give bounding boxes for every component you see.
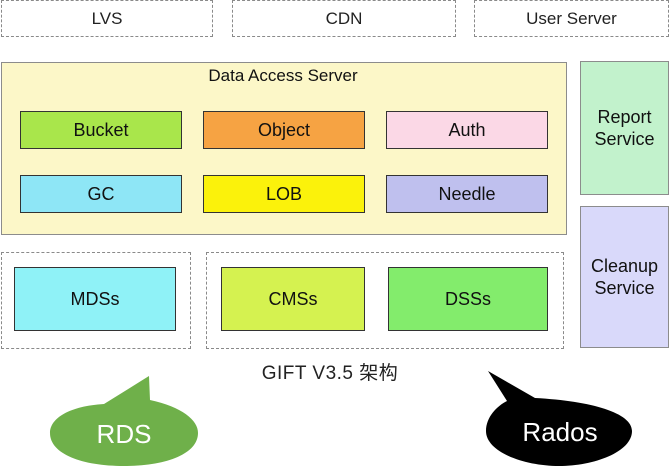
user-server-label: User Server [526, 8, 617, 28]
mdss-label: MDSs [70, 288, 120, 309]
report-service-box: Report Service [580, 61, 669, 195]
architecture-caption: GIFT V3.5 架构 [261, 363, 399, 384]
cdn-label: CDN [325, 8, 363, 28]
rds-group [1, 252, 191, 349]
bucket-module: Bucket [20, 111, 182, 149]
gc-label: GC [87, 183, 115, 204]
cdn-box: CDN [232, 0, 456, 37]
auth-module: Auth [386, 111, 548, 149]
object-module: Object [203, 111, 365, 149]
gc-module: GC [20, 175, 182, 213]
lob-label: LOB [265, 183, 303, 204]
lvs-box: LVS [1, 0, 213, 37]
mdss-box: MDSs [14, 267, 176, 331]
report-service-line1: Report [597, 107, 652, 127]
dsss-box: DSSs [388, 267, 548, 331]
needle-module: Needle [386, 175, 548, 213]
lvs-label: LVS [91, 8, 123, 28]
cleanup-service-line2: Service [594, 278, 655, 298]
lob-module: LOB [203, 175, 365, 213]
report-service-line2: Service [594, 129, 655, 149]
cleanup-service-box: Cleanup Service [580, 206, 669, 348]
data-access-server-title: Data Access Server [208, 66, 358, 85]
rados-label: Rados [522, 416, 598, 447]
user-server-box: User Server [474, 0, 669, 37]
bucket-label: Bucket [73, 119, 129, 140]
rados-bubble [486, 371, 632, 466]
needle-label: Needle [438, 183, 496, 204]
rds-bubble [50, 376, 198, 466]
cleanup-service-line1: Cleanup [590, 256, 659, 276]
object-label: Object [257, 119, 311, 140]
dsss-label: DSSs [444, 288, 491, 309]
auth-label: Auth [448, 119, 486, 140]
cmss-box: CMSs [221, 267, 365, 331]
rados-group [206, 252, 564, 349]
cmss-label: CMSs [268, 288, 318, 309]
rds-label: RDS [96, 418, 152, 449]
